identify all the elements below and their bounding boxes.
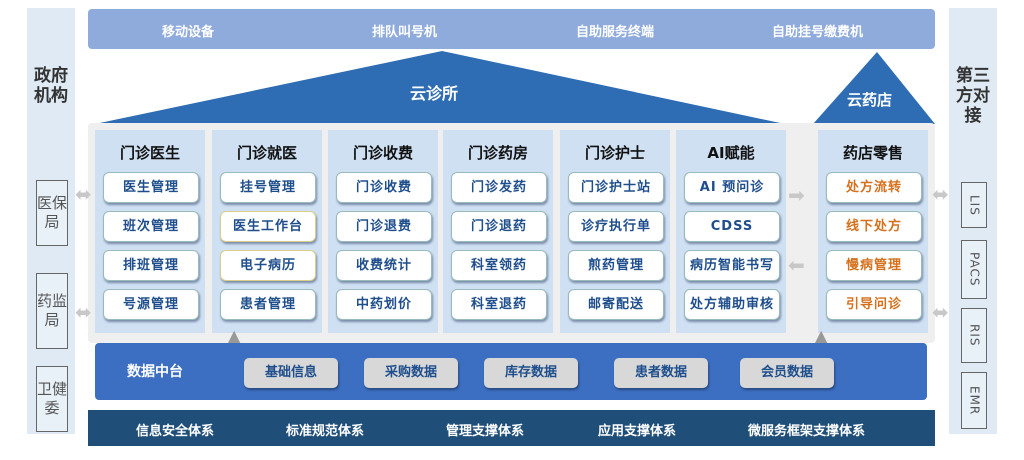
support-system-bar: 信息安全体系 标准规范体系 管理支撑体系 应用支撑体系 微服务框架支撑体系 <box>88 410 935 446</box>
device-bar: 移动设备 排队叫号机 自助服务终端 自助挂号缴费机 <box>88 9 935 49</box>
module-item[interactable]: 患者管理 <box>220 289 316 320</box>
module-item[interactable]: 号源管理 <box>103 289 199 320</box>
double-arrow-icon: ⬌ <box>932 300 949 324</box>
cloud-clinic-label: 云诊所 <box>410 84 459 103</box>
support-system: 管理支撑体系 <box>446 424 525 439</box>
column-title: AI赋能 <box>707 144 755 162</box>
module-item[interactable]: 邮寄配送 <box>568 289 664 320</box>
column-title: 门诊收费 <box>352 144 413 162</box>
module-item[interactable]: 医生工作台 <box>220 211 316 242</box>
cloud-clinic-triangle <box>95 51 785 124</box>
support-system: 微服务框架支撑体系 <box>748 424 866 439</box>
gov-box-health-commission: 卫健委 <box>36 366 68 432</box>
device-mobile: 移动设备 <box>162 25 215 40</box>
device-self-registration: 自助挂号缴费机 <box>772 25 864 40</box>
gov-box-medical-insurance: 医保局 <box>36 180 68 246</box>
module-item[interactable]: 门诊退药 <box>451 211 547 242</box>
third-party-title: 第三方对接 <box>956 66 990 126</box>
cloud-pharmacy-triangle <box>813 52 935 124</box>
module-item[interactable]: 处方辅助审核 <box>684 289 780 320</box>
double-arrow-icon: ⬌ <box>75 182 92 206</box>
column-module: 门诊就医挂号管理医生工作台电子病历患者管理 <box>212 130 322 333</box>
up-arrow-icon: ▲ <box>815 326 828 345</box>
third-party-ris: RIS <box>961 308 987 363</box>
module-item[interactable]: AI 预问诊 <box>684 172 780 203</box>
support-system: 应用支撑体系 <box>598 424 677 439</box>
module-item[interactable]: 排班管理 <box>103 250 199 281</box>
module-item[interactable]: 中药划价 <box>336 289 432 320</box>
column-module: 门诊收费门诊收费门诊退费收费统计中药划价 <box>328 130 438 333</box>
government-panel: 政府机构 医保局 药监局 卫健委 <box>27 8 75 434</box>
data-chip[interactable]: 基础信息 <box>244 358 338 388</box>
up-arrow-icon: ▲ <box>228 326 241 345</box>
module-item[interactable]: 煎药管理 <box>568 250 664 281</box>
third-party-lis: LIS <box>961 182 987 228</box>
column-title: 门诊护士 <box>584 144 645 162</box>
module-item[interactable]: 科室领药 <box>451 250 547 281</box>
module-item[interactable]: 诊疗执行单 <box>568 211 664 242</box>
cloud-pharmacy-label: 云药店 <box>847 91 893 109</box>
module-item[interactable]: 处方流转 <box>826 172 922 203</box>
gov-box-drug-admin: 药监局 <box>36 273 68 349</box>
module-item[interactable]: 慢病管理 <box>826 250 922 281</box>
module-item[interactable]: 门诊发药 <box>451 172 547 203</box>
column-module: 门诊药房门诊发药门诊退药科室领药科室退药 <box>443 130 553 333</box>
device-queue-caller: 排队叫号机 <box>372 25 438 40</box>
government-title: 政府机构 <box>34 66 68 106</box>
module-item[interactable]: 线下处方 <box>826 211 922 242</box>
double-arrow-icon: ⬌ <box>75 300 92 324</box>
data-platform-title: 数据中台 <box>127 364 183 380</box>
module-item[interactable]: 科室退药 <box>451 289 547 320</box>
column-module: 门诊护士门诊护士站诊疗执行单煎药管理邮寄配送 <box>560 130 670 333</box>
double-arrow-icon: ⬌ <box>932 182 949 206</box>
data-platform: 数据中台 基础信息 采购数据 库存数据 患者数据 会员数据 <box>95 343 927 400</box>
column-title: 门诊就医 <box>236 144 297 162</box>
module-item[interactable]: 病历智能书写 <box>684 250 780 281</box>
data-chip[interactable]: 库存数据 <box>484 358 578 388</box>
module-item[interactable]: 引导问诊 <box>826 289 922 320</box>
module-item[interactable]: CDSS <box>684 211 780 242</box>
roof-triangles <box>95 51 935 124</box>
data-chip[interactable]: 会员数据 <box>740 358 834 388</box>
module-item[interactable]: 挂号管理 <box>220 172 316 203</box>
module-item[interactable]: 班次管理 <box>103 211 199 242</box>
device-self-service-terminal: 自助服务终端 <box>576 25 655 40</box>
support-system: 标准规范体系 <box>286 424 365 439</box>
data-chip[interactable]: 采购数据 <box>364 358 458 388</box>
module-item[interactable]: 门诊护士站 <box>568 172 664 203</box>
column-module: AI赋能 AI 预问诊 CDSS 病历智能书写处方辅助审核 <box>676 130 786 333</box>
module-item[interactable]: 收费统计 <box>336 250 432 281</box>
column-pharmacy-retail: 药店零售 处方流转 线下处方 慢病管理 引导问诊 <box>818 130 928 333</box>
left-arrow-icon: ⬅ <box>788 253 805 277</box>
column-module: 门诊医生医生管理班次管理排班管理号源管理 <box>95 130 205 333</box>
module-item[interactable]: 门诊收费 <box>336 172 432 203</box>
module-item[interactable]: 门诊退费 <box>336 211 432 242</box>
third-party-emr: EMR <box>961 372 987 429</box>
third-party-panel: 第三方对接 LIS PACS RIS EMR <box>949 8 997 434</box>
data-chip[interactable]: 患者数据 <box>614 358 708 388</box>
column-title: 药店零售 <box>842 144 903 162</box>
support-system: 信息安全体系 <box>136 424 215 439</box>
third-party-pacs: PACS <box>961 240 987 299</box>
module-item[interactable]: 医生管理 <box>103 172 199 203</box>
module-item[interactable]: 电子病历 <box>220 250 316 281</box>
right-arrow-icon: ➡ <box>788 183 805 207</box>
column-title: 门诊药房 <box>467 144 528 162</box>
column-title: 门诊医生 <box>119 144 180 162</box>
